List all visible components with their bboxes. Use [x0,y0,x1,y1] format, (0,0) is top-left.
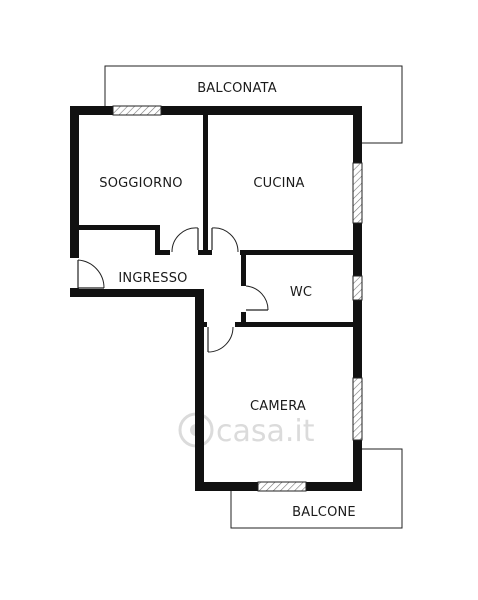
label-balcone: BALCONE [292,505,356,520]
label-wc: WC [290,285,312,300]
doors [70,227,269,353]
window-cucina [352,162,363,224]
balcone-outline [230,448,403,529]
balconata-outline [104,65,403,144]
label-balconata: BALCONATA [197,81,277,96]
window-camera [352,377,363,441]
window-soggiorno [112,105,162,116]
windows [112,105,363,492]
label-ingresso: INGRESSO [118,271,187,286]
label-cucina: CUCINA [253,176,304,191]
window-balcone [257,481,307,492]
label-soggiorno: SOGGIORNO [99,176,183,191]
watermark-logo: casa.it [178,412,315,449]
watermark-text: casa.it [216,414,315,449]
label-camera: CAMERA [250,399,306,414]
window-wc [352,275,363,301]
